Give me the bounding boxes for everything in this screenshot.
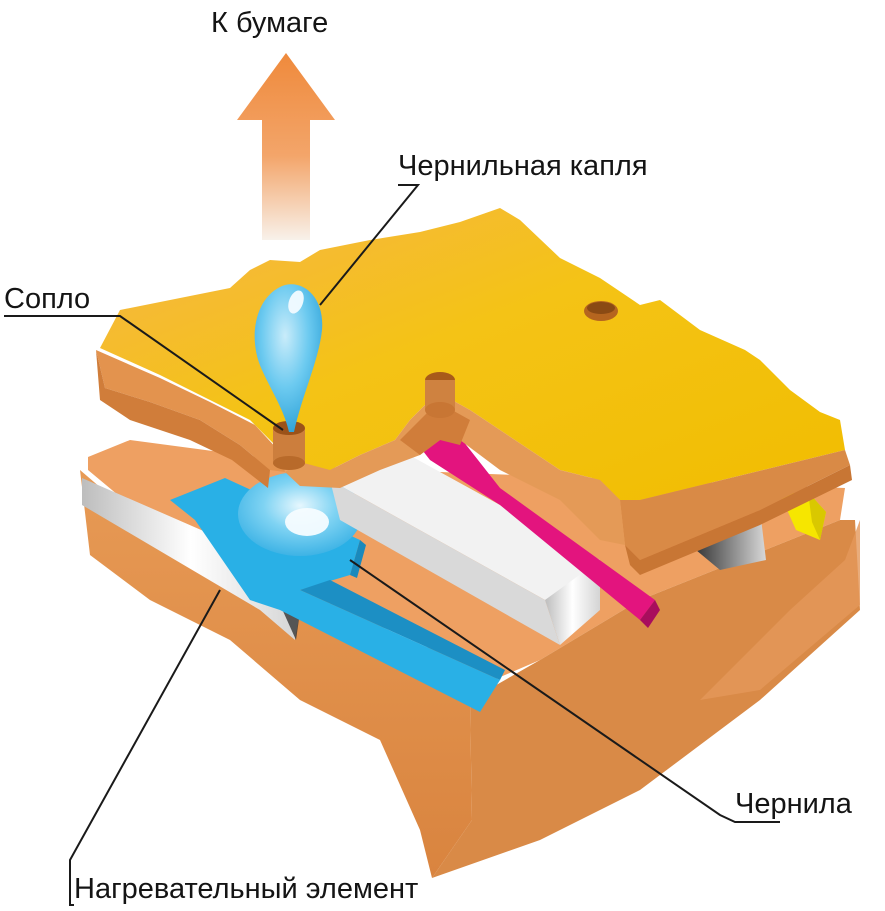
- vent-hole: [584, 301, 618, 321]
- label-to-paper: К бумаге: [211, 7, 329, 39]
- leader-lines: [4, 184, 780, 906]
- label-heater: Нагревательный элемент: [74, 873, 419, 905]
- leader-nozzle: [4, 315, 284, 431]
- chamber-block: [330, 450, 600, 645]
- magenta-channel: [405, 418, 660, 628]
- label-nozzle: Сопло: [4, 283, 91, 315]
- leader-ink-drop: [319, 184, 421, 306]
- arrow-up-icon: [237, 53, 335, 240]
- leader-heater: [69, 589, 221, 906]
- label-ink: Чернила: [735, 788, 852, 820]
- leader-ink: [349, 559, 780, 823]
- ink-drop: [254, 284, 323, 432]
- label-ink-drop: Чернильная капля: [398, 150, 648, 182]
- second-nozzle: [425, 372, 455, 418]
- ink-blob: [238, 472, 362, 556]
